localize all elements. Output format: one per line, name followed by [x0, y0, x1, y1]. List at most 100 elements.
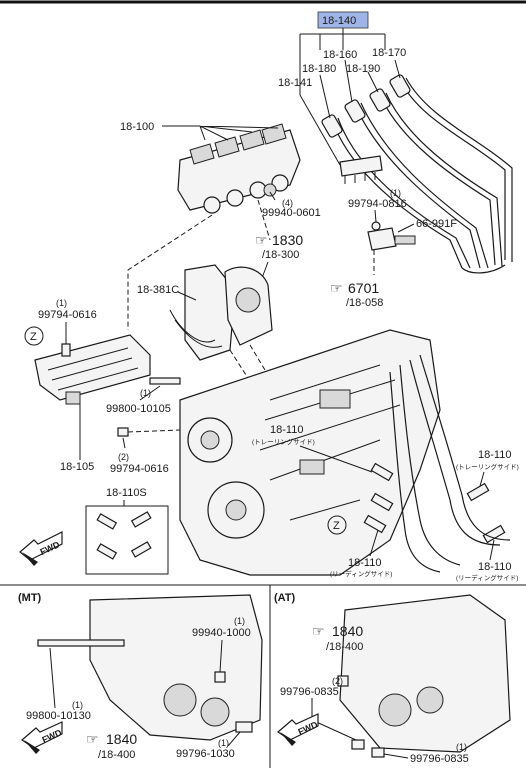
leader-99796-1030: [227, 731, 241, 747]
qty-99940-1000: (1): [234, 616, 245, 626]
callout-99794-0616a[interactable]: 99794-0616: [38, 309, 97, 321]
leader-18-110-c: [369, 529, 379, 557]
bolt-99800-10105: [149, 377, 181, 385]
callout-99800-10130[interactable]: 99800-10130: [26, 710, 91, 722]
cable-clip: [339, 155, 383, 184]
leaders-cables: [299, 59, 401, 166]
leader-99794-0816: [374, 209, 377, 223]
dashed-bracket-bolt: [127, 429, 181, 433]
lower-cable-3: [399, 364, 461, 566]
callout-18-110-c[interactable]: 18-110: [348, 557, 381, 569]
leader-18-381c: [177, 291, 197, 301]
callout-18-160[interactable]: 18-160: [323, 49, 357, 61]
callout-99940-1000[interactable]: 99940-1000: [192, 627, 251, 639]
ref-1840-at[interactable]: 1840: [332, 623, 363, 639]
ref-pointer-1840-mt: ☞: [86, 731, 99, 747]
ref-18-400-mt[interactable]: /18-400: [98, 749, 135, 761]
qty-99940-0601: (4): [282, 198, 293, 208]
callout-18-180[interactable]: 18-180: [302, 63, 336, 75]
qty-99794-0816: (1): [390, 188, 401, 198]
callout-18-110-a[interactable]: 18-110: [270, 424, 303, 436]
plug-cable-set: [321, 74, 513, 274]
marker-z-top[interactable]: [24, 326, 44, 346]
qty-99796-1030: (1): [218, 738, 229, 748]
callout-18-381c[interactable]: 18-381C: [137, 284, 179, 296]
heat-shield-bracket: [34, 334, 151, 405]
ref-pointer-1830: ☞: [255, 232, 268, 248]
leader-99940-1000: [219, 639, 223, 673]
note-trailing-a: (トレーリングサイド): [252, 437, 315, 446]
ref-1840-mt[interactable]: 1840: [106, 731, 137, 747]
marker-z-bottom-label: Z: [333, 520, 340, 532]
lower-cable-1: [409, 359, 501, 546]
leader-18-110-a: [299, 445, 373, 473]
spark-plug-set-box: [85, 505, 169, 575]
leader-99794-0616b: [122, 437, 126, 449]
callout-18-105[interactable]: 18-105: [60, 461, 94, 473]
callout-99940-0601[interactable]: 99940-0601: [262, 207, 321, 219]
callout-99794-0616b[interactable]: 99794-0616: [110, 463, 169, 475]
alternator-bracket: [169, 264, 273, 361]
leader-18-110-d: [489, 539, 495, 561]
callout-18-110-b[interactable]: 18-110: [478, 449, 511, 461]
qty-99794-0616a: (1): [56, 298, 67, 308]
suppressor-part: [367, 221, 416, 251]
ignition-coil-assembly: [177, 123, 301, 214]
leader-99796-0835b: [383, 753, 409, 759]
lower-cable-4: [389, 371, 441, 573]
callout-99796-1030[interactable]: 99796-1030: [176, 748, 235, 760]
note-trailing-b: (トレーリングサイド): [456, 462, 519, 471]
callout-18-141[interactable]: 18-141: [278, 77, 312, 89]
leader-18-140: [299, 28, 386, 95]
leader-99940-0601: [269, 191, 276, 201]
leader-99800-10130: [49, 647, 56, 709]
callout-99794-0816[interactable]: 99794-0816: [348, 198, 407, 210]
mt-section-label: (MT): [18, 592, 42, 604]
at-section-label: (AT): [274, 592, 296, 604]
note-leading-d: (リーディングサイド): [456, 573, 518, 582]
mt-transmission: [37, 594, 263, 741]
callout-18-190[interactable]: 18-190: [346, 63, 380, 75]
note-leading-c: (リーディングサイド): [330, 569, 392, 578]
callout-99796-0835a[interactable]: 99796-0835: [280, 686, 339, 698]
spark-plug-set: [96, 511, 152, 560]
ref-pointer-1840-at: ☞: [312, 623, 325, 639]
bolt-99794-0616a: [61, 343, 71, 357]
dashed-coil-mount: [127, 199, 271, 330]
ref-1830[interactable]: 1830: [272, 232, 303, 248]
callout-18-100[interactable]: 18-100: [120, 121, 154, 133]
callout-18-110s[interactable]: 18-110S: [106, 487, 147, 499]
leader-18-300: [261, 261, 269, 279]
at-transmission: [337, 594, 511, 758]
qty-99800-10105: (1): [140, 388, 151, 398]
fwd-arrow-top: [19, 531, 63, 566]
qty-99796-0835a: (2): [332, 676, 343, 686]
fwd-arrow-at: [277, 713, 319, 746]
qty-99794-0616b: (2): [118, 452, 129, 462]
callout-99796-0835b[interactable]: 99796-0835: [410, 753, 469, 765]
leader-99800-10105: [139, 385, 161, 401]
leader-18-100: [162, 125, 279, 141]
ref-18-400-at[interactable]: /18-400: [326, 641, 363, 653]
callout-18-110-d[interactable]: 18-110: [478, 561, 511, 573]
engine-block: [179, 329, 441, 576]
leader-18-110-b: [479, 471, 485, 487]
callout-99800-10105[interactable]: 99800-10105: [106, 403, 171, 415]
bolt-99800-10130: [37, 639, 125, 647]
bolt-99794-0616b: [117, 427, 129, 437]
fwd-arrow-mt: [21, 721, 63, 754]
callout-18-170[interactable]: 18-170: [372, 47, 406, 59]
qty-99796-0835b: (1): [456, 742, 467, 752]
callout-18-140[interactable]: 18-140: [322, 15, 356, 27]
ref-pointer-6701: ☞: [330, 280, 343, 296]
ref-6701[interactable]: 6701: [348, 280, 379, 296]
qty-99800-10130: (1): [72, 700, 83, 710]
marker-z-top-label: Z: [30, 331, 37, 343]
marker-z-bottom[interactable]: [327, 515, 347, 535]
callout-66-991f[interactable]: 66-991F: [416, 218, 457, 230]
ref-18-300[interactable]: /18-300: [262, 249, 299, 261]
ref-18-058[interactable]: /18-058: [346, 297, 383, 309]
lower-cable-2: [419, 354, 511, 541]
